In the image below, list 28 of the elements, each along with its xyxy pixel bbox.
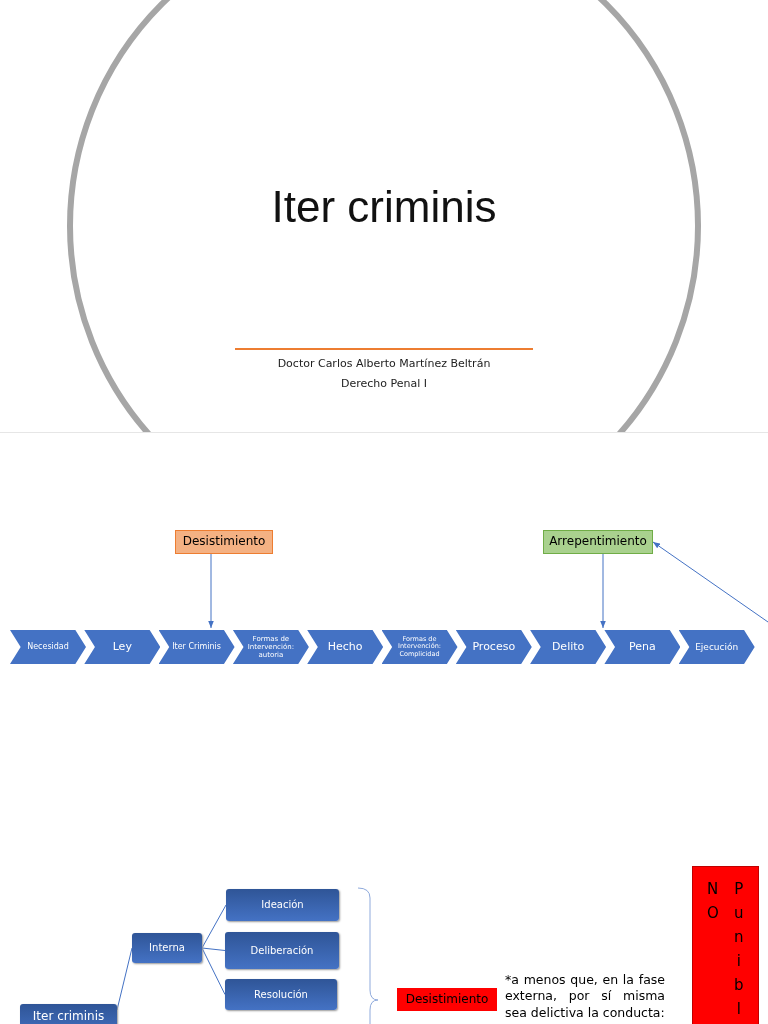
title: Iter criminis — [270, 182, 498, 232]
footnote-text: *a menos que, en la fase externa, por sí misma sea delictiva la conducta: — [505, 972, 665, 1021]
process-box: Ideación — [226, 889, 339, 921]
subtitle-text: Derecho Penal I — [339, 377, 429, 390]
label-box: Arrepentimiento — [543, 530, 653, 554]
arrow — [652, 541, 768, 623]
chevron-step: Ejecución — [678, 630, 755, 664]
process-box: Resolución — [225, 979, 337, 1010]
process-box: Iter criminis — [20, 1004, 117, 1024]
label-box: Desistimiento — [397, 988, 497, 1011]
arrow — [208, 553, 214, 629]
chevron-step: Ley — [84, 630, 161, 664]
connector-line — [201, 947, 226, 995]
connector-line — [201, 947, 226, 951]
chevron-step: Pena — [604, 630, 681, 664]
chevron-step: Hecho — [307, 630, 384, 664]
arrow — [600, 553, 606, 629]
chevron-step: Iter Criminis — [158, 630, 235, 664]
connector-line — [116, 947, 133, 1011]
connector-line — [201, 904, 227, 949]
vertical-label-box: NO Punibl — [692, 866, 759, 1024]
subtitle-text: Doctor Carlos Alberto Martínez Beltrán — [276, 357, 492, 370]
chevron-step: Proceso — [455, 630, 532, 664]
process-box: Interna — [132, 933, 202, 963]
chevron-step: Necesidad — [10, 630, 86, 664]
chevron-step: Delito — [530, 630, 607, 664]
process-box: Deliberación — [225, 932, 339, 969]
label-box: Desistimiento — [175, 530, 273, 554]
